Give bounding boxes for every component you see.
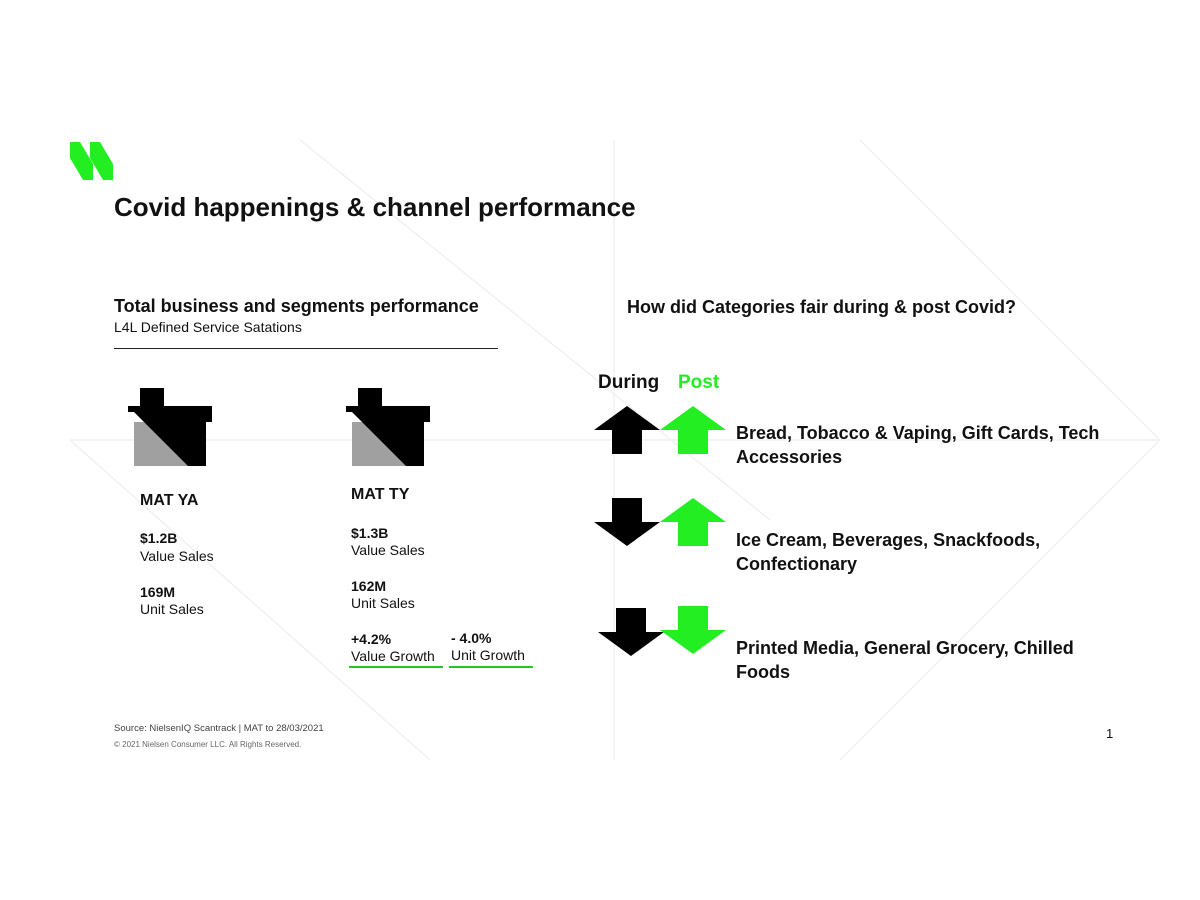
- mat-ty-value-sales: $1.3B: [351, 525, 389, 541]
- post-label: Post: [678, 372, 720, 393]
- store-icon: [346, 388, 430, 466]
- mat-ya-value-sales: $1.2B: [140, 530, 178, 546]
- section-subtitle: L4L Defined Service Satations: [114, 319, 302, 335]
- brand-logo: [70, 142, 113, 180]
- mat-ya-unit-sales: 169M: [140, 584, 176, 600]
- arrow-up-icon: [660, 406, 726, 454]
- during-label: During: [598, 372, 660, 393]
- mat-ty-unit-growth-label: Unit Growth: [451, 647, 525, 663]
- mat-ty-value-growth-label: Value Growth: [351, 648, 435, 664]
- arrow-up-icon: [594, 406, 660, 454]
- slide-title: Covid happenings & channel performance: [114, 192, 636, 222]
- mat-ty-unit-growth: - 4.0%: [451, 630, 492, 646]
- arrow-down-icon: [598, 608, 664, 656]
- mat-ya-value-sales-label: Value Sales: [140, 548, 214, 564]
- value-growth-underline: [349, 666, 443, 668]
- arrow-up-icon: [660, 498, 726, 546]
- category-row-2-text: Ice Cream, Beverages, Snackfoods, Confec…: [736, 530, 1041, 574]
- categories-question: How did Categories fair during & post Co…: [627, 297, 1017, 317]
- unit-growth-underline: [449, 666, 533, 668]
- mat-ya-unit-sales-label: Unit Sales: [140, 601, 204, 617]
- section-divider: [114, 348, 498, 349]
- category-row-1-text: Bread, Tobacco & Vaping, Gift Cards, Tec…: [736, 423, 1100, 467]
- mat-ty-unit-sales-label: Unit Sales: [351, 595, 415, 611]
- source-note: Source: NielsenIQ Scantrack | MAT to 28/…: [114, 723, 324, 734]
- arrow-down-icon: [660, 606, 726, 654]
- page-number: 1: [1106, 726, 1114, 741]
- mat-ty-unit-sales: 162M: [351, 578, 387, 594]
- category-row-3-text: Printed Media, General Grocery, Chilled …: [736, 638, 1074, 682]
- mat-ty-value-sales-label: Value Sales: [351, 542, 425, 558]
- section-title-performance: Total business and segments performance: [114, 296, 479, 316]
- mat-ty-label: MAT TY: [351, 486, 410, 503]
- arrow-down-icon: [594, 498, 660, 546]
- mat-ya-label: MAT YA: [140, 492, 199, 509]
- copyright-note: © 2021 Nielsen Consumer LLC. All Rights …: [114, 740, 302, 749]
- store-icon: [128, 388, 212, 466]
- mat-ty-value-growth: +4.2%: [351, 631, 392, 647]
